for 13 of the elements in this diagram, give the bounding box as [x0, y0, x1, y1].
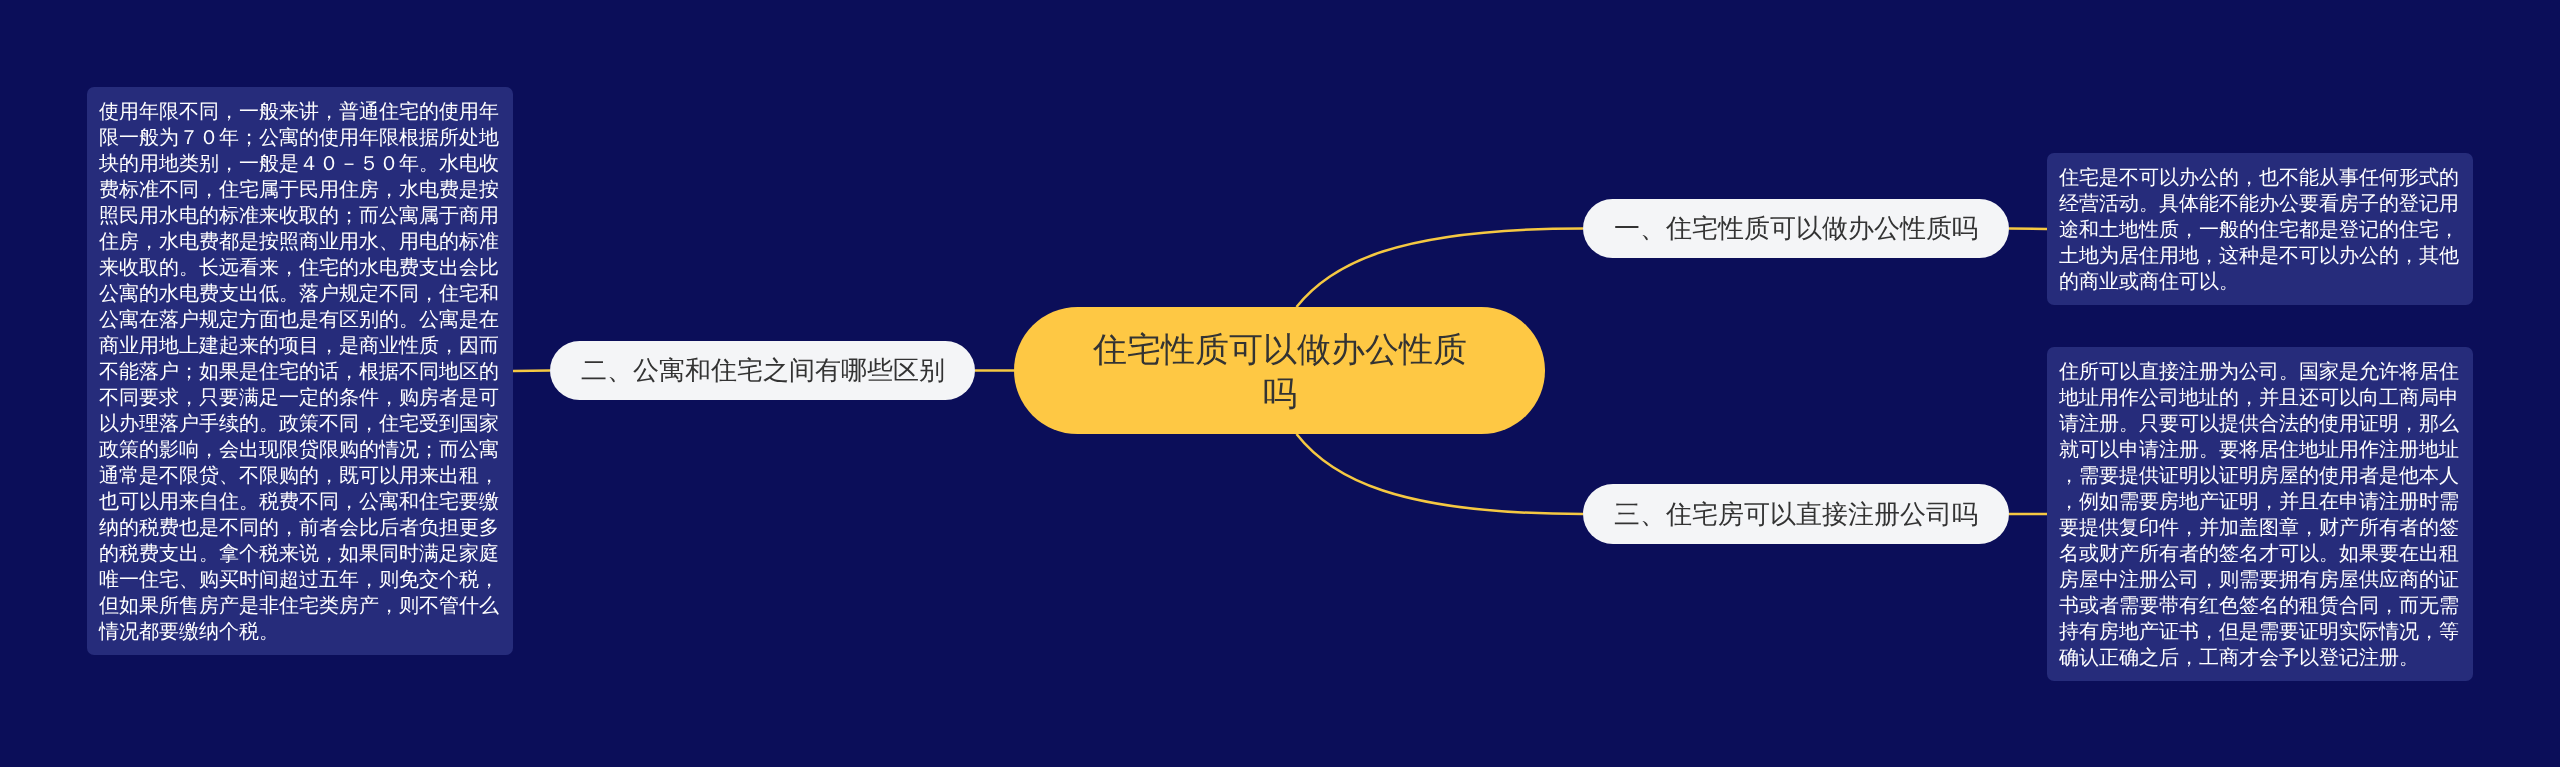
- connector-line: [2009, 512, 2047, 516]
- connector-line: [513, 369, 550, 373]
- central-topic-pill: 住宅性质可以做办公性质吗: [1014, 307, 1545, 434]
- text-note-box: 住宅是不可以办公的，也不能从事任何形式的经营活动。具体能不能办公要看房子的登记用途和土地性质，一般的住宅都是登记的住宅，土地为居住用地，这种是不可以办公的，其他的商业或商住可以。: [2047, 153, 2473, 305]
- connector-line: [1295, 227, 1583, 308]
- topic-pill: 二、公寓和住宅之间有哪些区别: [550, 341, 975, 400]
- topic-pill: 三、住宅房可以直接注册公司吗: [1583, 484, 2009, 544]
- text-note-box: 使用年限不同，一般来讲，普通住宅的使用年限一般为７０年；公寓的使用年限根据所处地块的用地类别，一般是４０－５０年。水电收费标准不同，住宅属于民用住房，水电费是按照民用水电的标准来收取的；而公寓属于商用住房，水电费都是按照商业用水、用电的标准来收取的。长远看来，住宅的水电费支出会比公寓的水电费支出低。落户规定不同，住宅和公寓在落户规定方面也是有区别的。公寓是在商业用地上建起来的项目，是商业性质，因而不能落户；如果是住宅的话，根据不同地区的不同要求，只要满足一定的条件，购房者是可以办理落户手续的。政策不同，住宅受到国家政策的影响，会出现限贷限购的情况；而公寓通常是不限贷、不限购的，既可以用来出租，也可以用来自住。税费不同，公寓和住宅要缴纳的税费也是不同的，前者会比后者负担更多的税费支出。拿个税来说，如果同时满足家庭唯一住宅、购买时间超过五年，则免交个税，但如果所售房产是非住宅类房产，则不管什么情况都要缴纳个税。: [87, 87, 513, 655]
- connector-line: [2009, 227, 2047, 231]
- text-note-box: 住所可以直接注册为公司。国家是允许将居住地址用作公司地址的，并且还可以向工商局申请注册。只要可以提供合法的使用证明，那么就可以申请注册。要将居住地址用作注册地址，需要提供证明以证明房屋的使用者是他本人，例如需要房地产证明，并且在申请注册时需要提供复印件，并加盖图章，财产所有者的签名或财产所有者的签名才可以。如果要在出租房屋中注册公司，则需要拥有房屋供应商的证书或者需要带有红色签名的租赁合同，而无需持有房地产证书，但是需要证明实际情况，等确认正确之后，工商才会予以登记注册。: [2047, 347, 2473, 681]
- connector-line: [1295, 433, 1583, 516]
- connector-line: [975, 369, 1014, 372]
- topic-pill: 一、住宅性质可以做办公性质吗: [1583, 199, 2009, 258]
